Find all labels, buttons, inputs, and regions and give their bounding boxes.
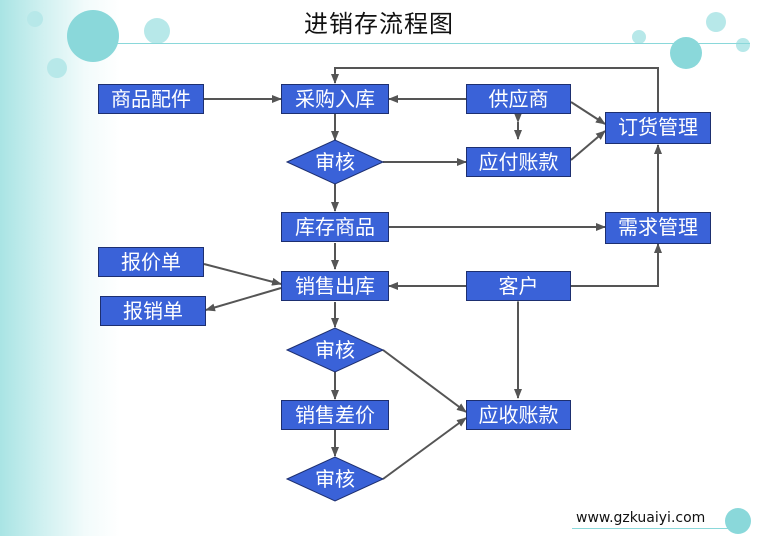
arrow-quote-to-sales <box>203 263 282 286</box>
node-purchase: 采购入库 <box>281 84 389 114</box>
decor-bubble <box>736 38 750 52</box>
review3-diamond <box>285 456 385 502</box>
decor-bubble <box>670 37 702 69</box>
review1-label: 审核 <box>315 150 355 174</box>
review3-label: 审核 <box>315 467 355 491</box>
node-order-mgmt: 订货管理 <box>605 112 711 144</box>
footer-rule <box>572 528 732 529</box>
decor-bubble <box>632 30 646 44</box>
footer-url: www.gzkuaiyi.com <box>576 510 706 526</box>
arrow-payable-to-order <box>570 130 606 161</box>
review2-diamond <box>285 327 385 373</box>
decor-bubble <box>67 10 119 62</box>
arrow-supplier-to-order <box>570 101 606 125</box>
arrow-review3-to-receivable <box>382 417 467 480</box>
review2-label: 审核 <box>315 338 355 362</box>
node-demand-mgmt: 需求管理 <box>605 212 711 244</box>
title-rule <box>110 43 750 44</box>
review1-diamond <box>285 139 385 185</box>
node-sales-out: 销售出库 <box>281 271 389 301</box>
node-parts: 商品配件 <box>98 84 204 114</box>
node-quote: 报价单 <box>98 247 204 277</box>
decor-bubble <box>144 18 170 44</box>
node-inventory: 库存商品 <box>281 212 389 242</box>
decor-bubble <box>706 12 726 32</box>
node-receivable: 应收账款 <box>466 400 571 430</box>
page-title: 进销存流程图 <box>304 10 454 38</box>
node-customer: 客户 <box>466 271 571 301</box>
node-expense: 报销单 <box>100 296 206 326</box>
arrow-sales-to-expense <box>205 287 282 312</box>
arrow-review2-to-receivable <box>382 349 467 413</box>
node-payable: 应付账款 <box>466 147 571 177</box>
node-supplier: 供应商 <box>466 84 571 114</box>
arrow-order-to-purchase <box>331 67 659 113</box>
decor-bubble <box>725 508 751 534</box>
arrow-customer-to-demand <box>571 243 662 287</box>
node-price-diff: 销售差价 <box>281 400 389 430</box>
decor-bubble <box>47 58 67 78</box>
decor-bubble <box>27 11 43 27</box>
